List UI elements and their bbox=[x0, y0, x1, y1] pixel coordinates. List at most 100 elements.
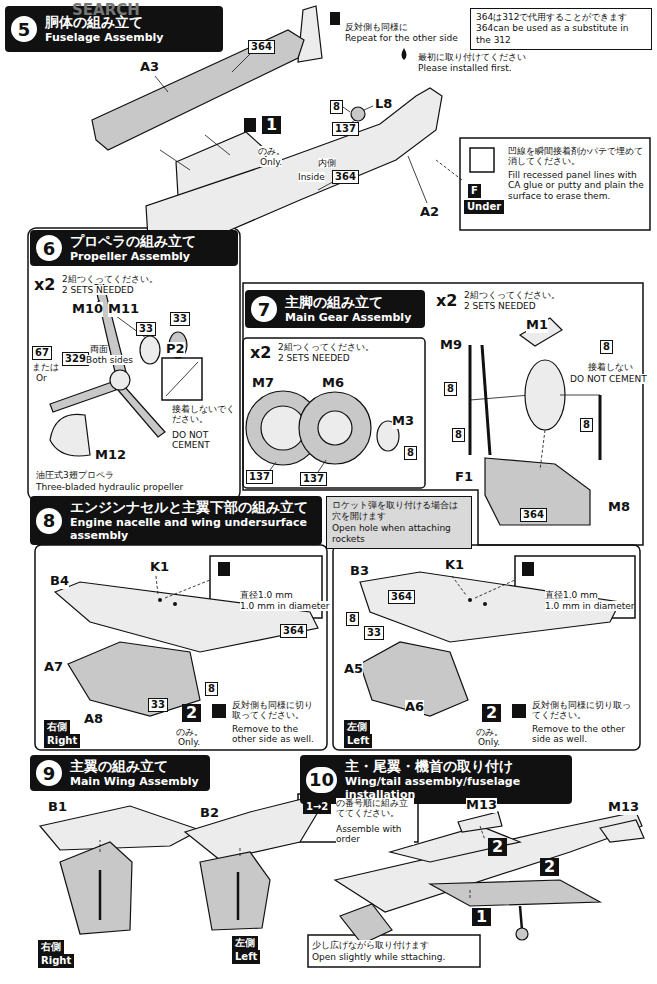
wheel-hub bbox=[318, 411, 352, 445]
drill-icon bbox=[522, 562, 534, 576]
paint-code: 8 bbox=[600, 340, 613, 354]
step-title: 主翼の組み立て bbox=[70, 758, 199, 775]
step-title: エンジンナセルと主翼下部の組み立て bbox=[70, 499, 316, 516]
note-text: Both sides bbox=[86, 355, 133, 365]
side-tag: 1→2 bbox=[303, 800, 331, 814]
note-text: 2 SETS NEEDED bbox=[62, 285, 134, 295]
side-tag: Right bbox=[44, 734, 80, 748]
paint-code: 364 bbox=[332, 170, 359, 184]
note-frame bbox=[460, 138, 650, 230]
note-text: 364は312で代用することができます bbox=[476, 12, 646, 23]
part-name: M12 bbox=[95, 448, 126, 463]
guide-line bbox=[470, 888, 471, 898]
part-name: A6 bbox=[405, 700, 424, 715]
note-text: Assemble with order bbox=[336, 824, 414, 845]
part-name: M9 bbox=[440, 338, 462, 353]
wing bbox=[430, 880, 600, 906]
fuselage-part bbox=[298, 6, 322, 62]
step-panel bbox=[333, 545, 640, 750]
text-column: 主翼の組み立てMain Wing Assembly bbox=[70, 758, 199, 788]
note-box: ロケット弾を取り付ける場合は穴を開けますOpen hole when attac… bbox=[326, 496, 472, 549]
paint-code: 8 bbox=[346, 612, 359, 626]
step-header: 6プロペラの組み立てPropeller Assembly bbox=[30, 230, 238, 266]
gear-strut bbox=[520, 906, 522, 930]
gear-strut bbox=[482, 345, 490, 455]
paint-code: 137 bbox=[332, 122, 359, 136]
putty-icon bbox=[470, 148, 494, 172]
part-name: M10 bbox=[72, 302, 103, 317]
step-number: 9 bbox=[36, 760, 62, 786]
note-text: 接着しないでください。 bbox=[172, 404, 236, 425]
axle bbox=[560, 395, 600, 396]
note-text: DO NOT CEMENT bbox=[570, 374, 647, 384]
leader-line bbox=[436, 160, 462, 180]
text-column: エンジンナセルと主翼下部の組み立てEngine nacelle and wing… bbox=[70, 499, 316, 542]
paint-code: 137 bbox=[300, 472, 327, 486]
step-order-number: 2 bbox=[540, 858, 559, 876]
side-tag: Right bbox=[38, 954, 74, 968]
step-order-number: 2 bbox=[482, 704, 501, 722]
engine-nacelle bbox=[360, 642, 468, 716]
part-name: F1 bbox=[455, 470, 473, 485]
note-text: Only. bbox=[260, 157, 282, 167]
wheel bbox=[525, 360, 565, 430]
note-text: ロケット弾を取り付ける場合は穴を開けます bbox=[332, 500, 466, 523]
part-name: B3 bbox=[350, 564, 369, 579]
paint-code: 8 bbox=[444, 382, 457, 396]
part-name: A3 bbox=[140, 60, 159, 75]
step-panel bbox=[35, 545, 327, 750]
fuselage-half bbox=[146, 88, 442, 238]
part-name: L8 bbox=[375, 97, 392, 112]
note-text: DO NOT CEMENT bbox=[172, 430, 236, 451]
note-text: Fill recessed panel lines with CA glue o… bbox=[508, 170, 646, 201]
part-name: B2 bbox=[200, 806, 219, 821]
paint-icon bbox=[330, 12, 340, 25]
step-title: Fuselage Assembly bbox=[45, 31, 164, 44]
hole bbox=[483, 602, 487, 606]
note-text: 1.0 mm in diameter bbox=[545, 601, 634, 611]
watermark: SEARCH bbox=[72, 2, 140, 19]
side-tag: 右側 bbox=[38, 940, 64, 954]
note-text: 接着しない bbox=[588, 362, 633, 372]
spinner bbox=[50, 414, 90, 456]
note-text: Open hole when attaching rockets bbox=[332, 523, 466, 546]
text-column: 主・尾翼・機首の取り付けWing/tail assembly/fuselage … bbox=[345, 758, 566, 801]
step-number: 7 bbox=[251, 296, 277, 322]
step-title: Engine nacelle and wing undersurface ass… bbox=[70, 516, 316, 542]
propeller-hub bbox=[110, 370, 130, 390]
step-title: Main Gear Assembly bbox=[285, 311, 411, 324]
side-tag: Under bbox=[464, 200, 504, 214]
side-tag: 右側 bbox=[44, 720, 70, 734]
hole bbox=[158, 598, 162, 602]
step-panel bbox=[28, 228, 240, 500]
note-text: 2組つくってください。 bbox=[278, 342, 374, 352]
leader-line bbox=[155, 76, 168, 92]
step-header: 10主・尾翼・機首の取り付けWing/tail assembly/fuselag… bbox=[300, 755, 572, 804]
part-name: A7 bbox=[44, 660, 63, 675]
leader-line bbox=[270, 462, 276, 470]
part-name: K1 bbox=[150, 560, 169, 575]
quantity-mark: x2 bbox=[250, 344, 271, 362]
note-text: 反対側も同様に bbox=[345, 22, 408, 32]
text-column: 主脚の組み立てMain Gear Assembly bbox=[285, 294, 411, 324]
glue-icon bbox=[402, 48, 407, 60]
step-title: Main Wing Assembly bbox=[70, 775, 199, 788]
note-text: の番号順に組み立ててください。 bbox=[336, 798, 414, 819]
engine-nacelle bbox=[200, 852, 270, 930]
part-name: B4 bbox=[50, 574, 69, 589]
quantity-mark: x2 bbox=[436, 292, 457, 310]
step-title: Propeller Assembly bbox=[70, 250, 196, 263]
paint-code: 364 bbox=[248, 40, 275, 54]
engine-nacelle bbox=[68, 642, 200, 716]
axle bbox=[470, 395, 530, 400]
note-text: 直径1.0 mm bbox=[240, 590, 293, 600]
note-text: Remove to the other side as well. bbox=[232, 724, 320, 745]
note-text: Repeat for the other side bbox=[345, 33, 458, 43]
note-text: Or bbox=[36, 373, 47, 383]
guide-line bbox=[100, 840, 101, 852]
leader-line bbox=[408, 156, 427, 203]
part-name: A5 bbox=[344, 662, 363, 677]
guide-line bbox=[475, 580, 515, 598]
sub-panel bbox=[243, 338, 425, 488]
